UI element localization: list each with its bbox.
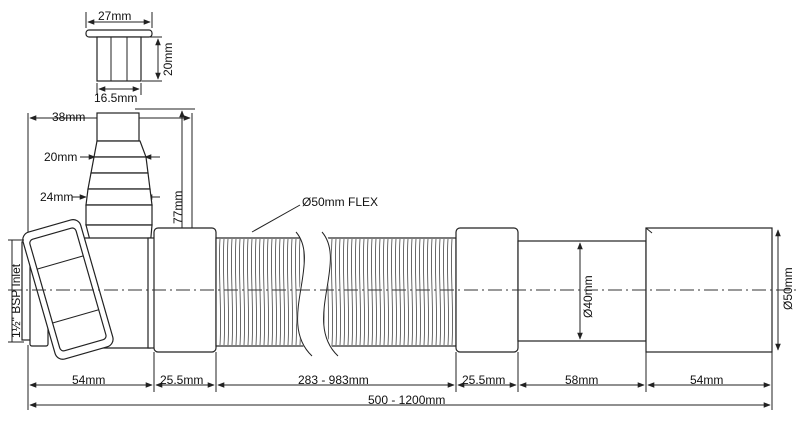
dim-spigot-length-label: 38mm (52, 110, 85, 124)
hose-rib (359, 238, 361, 346)
hose-rib (251, 238, 253, 346)
dim-seg4-label: 25.5mm (462, 373, 505, 387)
dim-seg2-label: 25.5mm (160, 373, 203, 387)
hose-rib (259, 238, 261, 346)
hose-rib (399, 238, 401, 346)
hose-rib (435, 238, 437, 346)
hose-rib (391, 238, 393, 346)
flex-hose (215, 229, 457, 357)
hose-rib (443, 238, 445, 346)
plug-part (85, 29, 153, 82)
hose-rib (363, 238, 365, 346)
hose-rib (335, 238, 337, 346)
hose-rib (331, 238, 333, 346)
hose-rib (411, 238, 413, 346)
hose-rib (279, 238, 281, 346)
dim-seg6-label: 54mm (690, 373, 723, 387)
hose-rib (275, 238, 277, 346)
hose-rib (423, 238, 425, 346)
inlet-label: 1½" BSP Inlet (9, 263, 23, 338)
hose-rib (283, 238, 285, 346)
hose-rib (451, 238, 453, 346)
hose-rib (271, 238, 273, 346)
hose-rib (371, 238, 373, 346)
hose-rib (431, 238, 433, 346)
dim-plug-stem-label: 16.5mm (94, 91, 137, 105)
dim-spigot-height-label: 77mm (171, 191, 185, 224)
hose-rib (291, 238, 293, 346)
dim-plug-width-label: 27mm (98, 9, 131, 23)
hose-rib (415, 238, 417, 346)
hose-rib (439, 238, 441, 346)
dim-spigot-mid-label: 20mm (44, 150, 77, 164)
hose-rib (407, 238, 409, 346)
dim-total-label: 500 - 1200mm (368, 393, 445, 407)
hose-rib (403, 238, 405, 346)
hose-rib (387, 238, 389, 346)
hose-rib (287, 238, 289, 346)
hose-rib (223, 238, 225, 346)
pipe-50-label: Ø50mm (781, 267, 795, 310)
hose-rib (375, 238, 377, 346)
hose-rib (343, 238, 345, 346)
hose-rib (351, 238, 353, 346)
hose-rib (379, 238, 381, 346)
dim-spigot-base-label: 24mm (40, 190, 73, 204)
hose-rib (395, 238, 397, 346)
hose-rib (243, 238, 245, 346)
hose-rib (347, 238, 349, 346)
hose-rib (419, 238, 421, 346)
hose-rib (367, 238, 369, 346)
dim-seg1-label: 54mm (72, 373, 105, 387)
hose-rib (239, 238, 241, 346)
dim-plug-height-label: 20mm (161, 43, 175, 76)
hose-rib (427, 238, 429, 346)
hose-rib (247, 238, 249, 346)
hose-rib (231, 238, 233, 346)
flex-label: Ø50mm FLEX (302, 195, 378, 209)
hose-rib (383, 238, 385, 346)
hose-rib (227, 238, 229, 346)
hose-rib (447, 238, 449, 346)
hose-rib (355, 238, 357, 346)
pipe-40-label: Ø40mm (581, 275, 595, 318)
hose-rib (295, 238, 297, 346)
dim-seg5-label: 58mm (565, 373, 598, 387)
spigot-part (85, 112, 153, 249)
hose-rib (339, 238, 341, 346)
hose-rib (267, 238, 269, 346)
inlet-nut (22, 219, 114, 360)
dim-seg3-label: 283 - 983mm (298, 373, 369, 387)
hose-rib (235, 238, 237, 346)
hose-rib (219, 238, 221, 346)
hose-rib (263, 238, 265, 346)
hose-rib (255, 238, 257, 346)
